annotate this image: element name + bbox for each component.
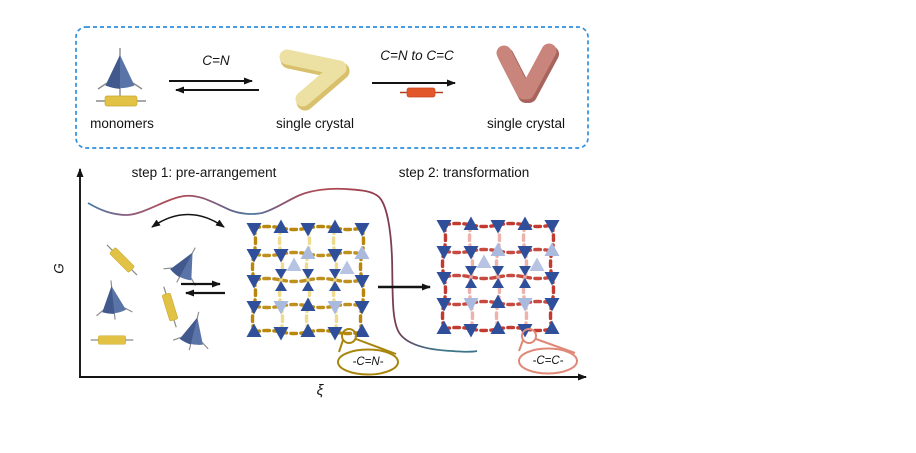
scheme-box (75, 26, 589, 149)
crystal2-label: single crystal (486, 116, 566, 131)
orange-linker-icon (400, 87, 443, 98)
equilibrium-arrows-diagram (181, 280, 225, 297)
scattered-monomers (90, 238, 217, 356)
monomer-node-icon (97, 47, 143, 97)
lattice-alkene (436, 216, 560, 338)
yellow-crystal-icon (279, 49, 350, 111)
imine-callout-label: -C=N- (352, 356, 384, 368)
y-axis-label: G (51, 263, 67, 274)
x-axis-label: ξ (316, 382, 324, 399)
lattice-imine (246, 219, 370, 341)
energy-curve (87, 187, 478, 353)
reaction2-label: C=N to C=C (380, 48, 454, 63)
magnifier-alkene (518, 328, 578, 375)
crystal1-label: single crystal (275, 116, 355, 131)
energy-axes (76, 168, 587, 381)
magnifier-imine (337, 328, 399, 376)
monomers-label: monomers (90, 116, 154, 131)
step2-label: step 2: transformation (398, 165, 530, 180)
step1-label: step 1: pre-arrangement (131, 165, 277, 180)
equilibrium-arc-arrow (151, 213, 225, 228)
equilibrium-arrows-scheme (169, 77, 259, 94)
red-crystal-icon (496, 43, 559, 103)
alkene-callout-label: -C=C- (532, 355, 564, 367)
reaction1-label: C=N (202, 53, 230, 68)
monomer-linker-icon (95, 95, 147, 107)
